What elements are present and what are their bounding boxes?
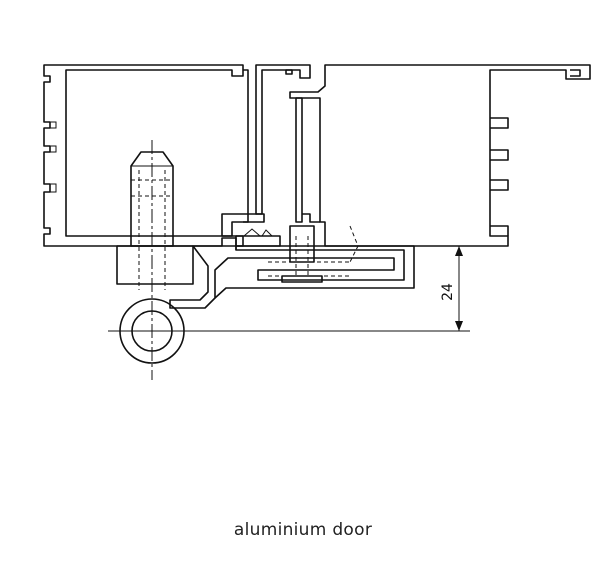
hinge-leaf-plate — [169, 237, 415, 309]
drawing-caption: aluminium door — [233, 520, 373, 540]
hinge-knuckle — [108, 298, 196, 364]
dimension-label: 24 — [440, 283, 456, 301]
left-frame-bolt — [116, 140, 194, 380]
right-door-profile — [289, 64, 591, 247]
dimension-24: 24 — [196, 245, 508, 332]
left-frame-profile — [43, 64, 249, 247]
right-door-screw — [268, 225, 359, 283]
middle-rebate-profile — [221, 64, 311, 247]
hinge-cross-section-drawing: 24 — [43, 64, 591, 380]
